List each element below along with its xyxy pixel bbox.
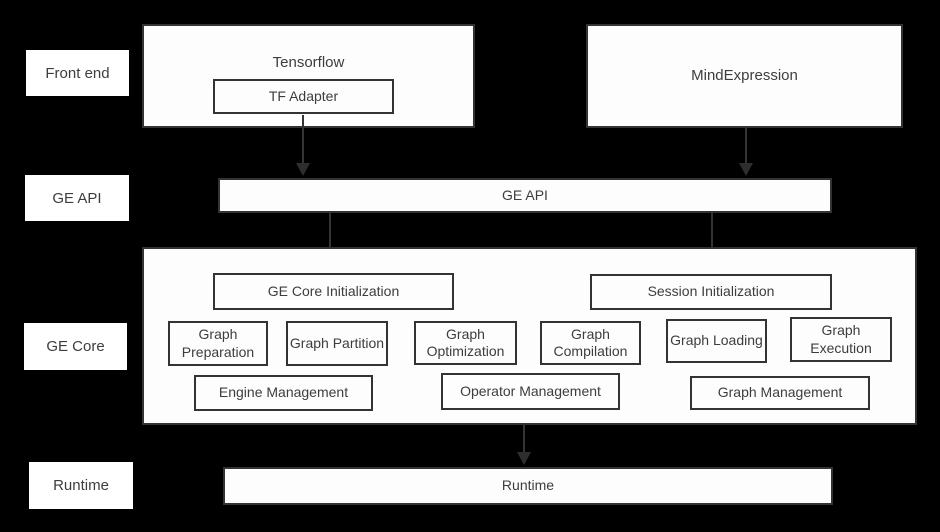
arrow-ge-core-to-runtime xyxy=(517,425,531,465)
ge-core-initialization-box: GE Core Initialization xyxy=(213,273,454,310)
mindexpression-box: MindExpression xyxy=(586,24,903,128)
ge-api-bar: GE API xyxy=(218,178,832,213)
graph-management-box: Graph Management xyxy=(690,376,870,410)
graph-execution-box: Graph Execution xyxy=(790,317,892,362)
runtime-bar: Runtime xyxy=(223,467,833,505)
graph-loading-box: Graph Loading xyxy=(666,319,767,363)
operator-management-box: Operator Management xyxy=(441,373,620,410)
arrow-mindexpression-to-ge-api xyxy=(739,128,753,176)
graph-optimization-box: Graph Optimization xyxy=(414,321,517,365)
arrow-tf-adapter-to-ge-api xyxy=(296,115,310,176)
tensorflow-label: Tensorflow xyxy=(272,54,345,71)
tf-adapter-box: TF Adapter xyxy=(213,79,394,114)
row-label-ge-core: GE Core xyxy=(24,323,127,370)
graph-preparation-box: Graph Preparation xyxy=(168,321,268,366)
session-initialization-box: Session Initialization xyxy=(590,274,832,310)
engine-management-box: Engine Management xyxy=(194,375,373,411)
graph-compilation-box: Graph Compilation xyxy=(540,321,641,365)
row-label-ge-api: GE API xyxy=(25,175,129,221)
row-label-front-end: Front end xyxy=(26,50,129,96)
graph-partition-box: Graph Partition xyxy=(286,321,388,366)
row-label-runtime: Runtime xyxy=(29,462,133,509)
